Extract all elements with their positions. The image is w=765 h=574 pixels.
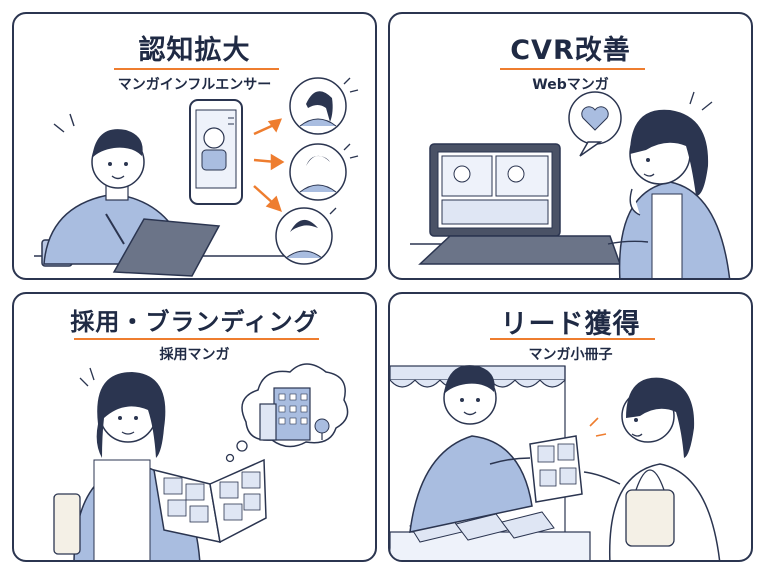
panel-title: 認知拡大 bbox=[138, 35, 251, 66]
follower-avatars bbox=[275, 77, 347, 265]
panel-subtitle: マンガインフルエンサー bbox=[117, 77, 272, 93]
panel-subtitle: 採用マンガ bbox=[159, 347, 230, 363]
influencer-illustration bbox=[34, 77, 359, 277]
open-manga-booklet bbox=[153, 458, 267, 544]
panel-lead-gen: リード獲得 マンガ小冊子 bbox=[388, 292, 753, 562]
woman-reading-booklet bbox=[53, 367, 201, 560]
panel-awareness: 認知拡大 マンガインフルエンサー bbox=[12, 12, 377, 280]
arrow-icons bbox=[253, 118, 285, 212]
man-with-tablet bbox=[43, 113, 221, 277]
panel-title: CVR改善 bbox=[510, 35, 631, 66]
panel-title: リード獲得 bbox=[500, 309, 641, 340]
panel-cvr: CVR改善 Webマンガ bbox=[388, 12, 753, 280]
emphasis-marks bbox=[589, 417, 607, 437]
title-underline bbox=[490, 338, 655, 340]
laptop-icon bbox=[418, 143, 622, 265]
title-underline bbox=[74, 338, 319, 340]
thought-cloud bbox=[225, 363, 349, 463]
panel-subtitle: マンガ小冊子 bbox=[528, 347, 613, 363]
man-handing-booklet bbox=[409, 365, 533, 533]
recruiting-manga-illustration bbox=[53, 363, 349, 560]
title-underline bbox=[114, 68, 279, 70]
panel-title: 採用・ブランディング bbox=[70, 308, 319, 336]
heart-icon bbox=[581, 106, 609, 131]
title-underline bbox=[500, 68, 645, 70]
heart-speech-bubble bbox=[568, 91, 622, 157]
woman-viewing-laptop bbox=[607, 91, 731, 278]
manga-booklet-icon bbox=[529, 435, 583, 503]
smartphone-icon bbox=[189, 99, 243, 205]
office-building-icon bbox=[259, 387, 330, 441]
panel-subtitle: Webマンガ bbox=[532, 77, 609, 93]
panel-recruiting: 採用・ブランディング 採用マンガ bbox=[12, 292, 377, 562]
booklet-handout-illustration bbox=[390, 365, 721, 560]
woman-receiving-booklet bbox=[583, 377, 721, 560]
web-manga-illustration bbox=[410, 91, 731, 278]
